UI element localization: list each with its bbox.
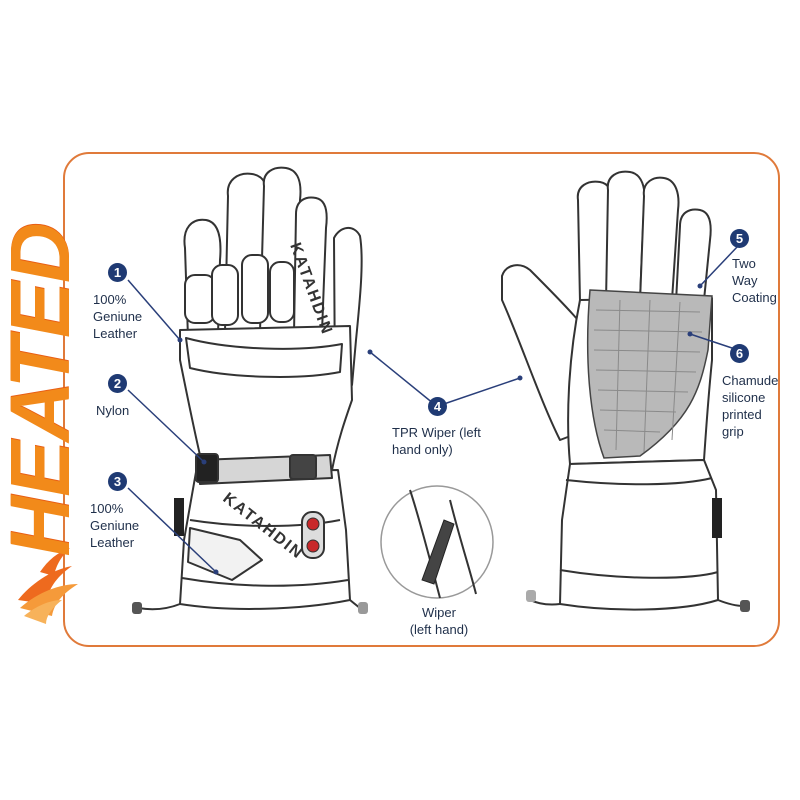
wiper-caption: Wiper(left hand): [409, 605, 469, 637]
wiper-detail: [380, 485, 494, 599]
finger-pinky: [293, 196, 328, 335]
callout-5-badge: 5: [730, 229, 749, 248]
callout-3-badge: 3: [108, 472, 127, 491]
palm-cuff: [559, 459, 719, 611]
flame-icon: [18, 548, 78, 624]
heated-title: HEATED: [0, 223, 87, 557]
callout-1-badge: 1: [108, 263, 127, 282]
callout-4-badge: 4: [428, 397, 447, 416]
glove-back-view: [137, 166, 363, 611]
toggle-palm-left: [526, 590, 536, 602]
toggle-left: [132, 602, 142, 614]
toggle-right: [358, 602, 368, 614]
orange-frame: [63, 152, 780, 647]
hipora-tag-palm: [712, 498, 722, 538]
silicone-grip-patch: [586, 289, 713, 459]
callout-2-badge: 2: [108, 374, 127, 393]
toggle-palm-right: [740, 600, 750, 612]
hipora-tag: [174, 498, 184, 536]
leader-lines: [127, 245, 739, 573]
callout-6-badge: 6: [730, 344, 749, 363]
callout-2-label: Nylon: [96, 403, 130, 418]
leader-dots: [177, 283, 703, 575]
